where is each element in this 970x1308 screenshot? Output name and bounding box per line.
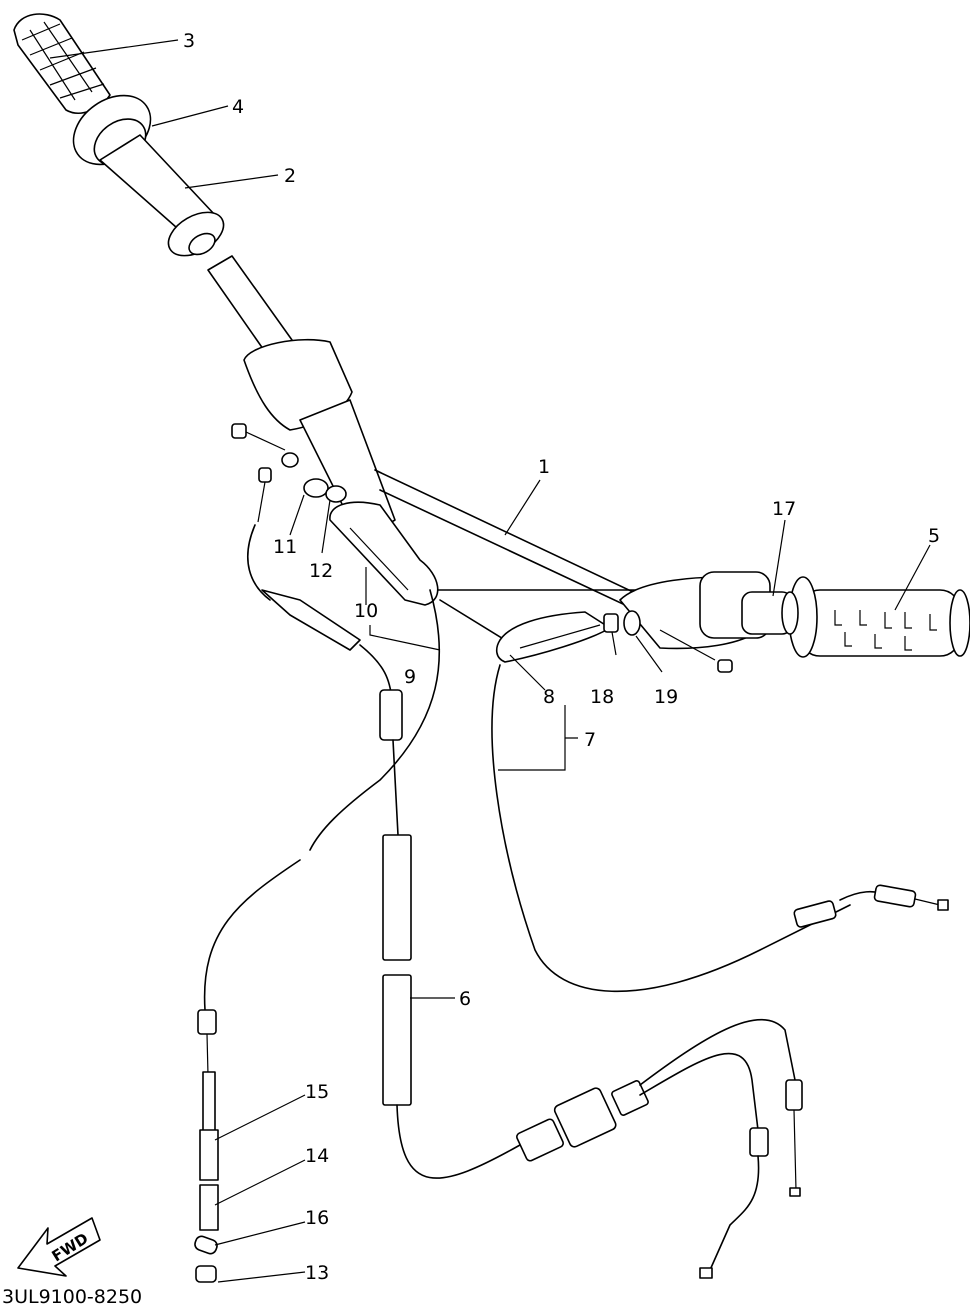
right-lever [495, 611, 611, 663]
callout-17: 17 [772, 498, 796, 520]
left-grip [13, 13, 111, 114]
cable-ends-top [231, 423, 733, 673]
right-grip-collar [741, 591, 799, 635]
callout-10: 10 [354, 600, 378, 622]
callout-8: 8 [543, 686, 555, 708]
adjuster-nut-left [281, 452, 347, 503]
callout-4: 4 [232, 96, 244, 118]
callout-5: 5 [928, 525, 940, 547]
left-throttle-sleeve [99, 134, 225, 257]
callout-3: 3 [183, 30, 195, 52]
callout-16: 16 [305, 1207, 329, 1229]
adjuster-nut-right [603, 610, 641, 636]
diagram-code: 3UL9100-8250 [2, 1286, 142, 1308]
callout-18: 18 [590, 686, 614, 708]
callout-6: 6 [459, 988, 471, 1010]
callout-2: 2 [284, 165, 296, 187]
callout-9: 9 [404, 666, 416, 688]
handlebar [207, 255, 771, 650]
callout-14: 14 [305, 1145, 329, 1167]
fwd-arrow-icon: FWD [17, 1217, 101, 1277]
leader-lines [49, 39, 931, 1283]
callout-15: 15 [305, 1081, 329, 1103]
callout-13: 13 [305, 1262, 329, 1284]
throttle-cable-assembly [194, 524, 949, 1283]
callout-1: 1 [538, 456, 550, 478]
callout-11: 11 [273, 536, 297, 558]
callout-7: 7 [584, 729, 596, 751]
callout-19: 19 [654, 686, 678, 708]
left-lever [329, 501, 439, 606]
callout-12: 12 [309, 560, 333, 582]
right-grip [788, 576, 970, 658]
